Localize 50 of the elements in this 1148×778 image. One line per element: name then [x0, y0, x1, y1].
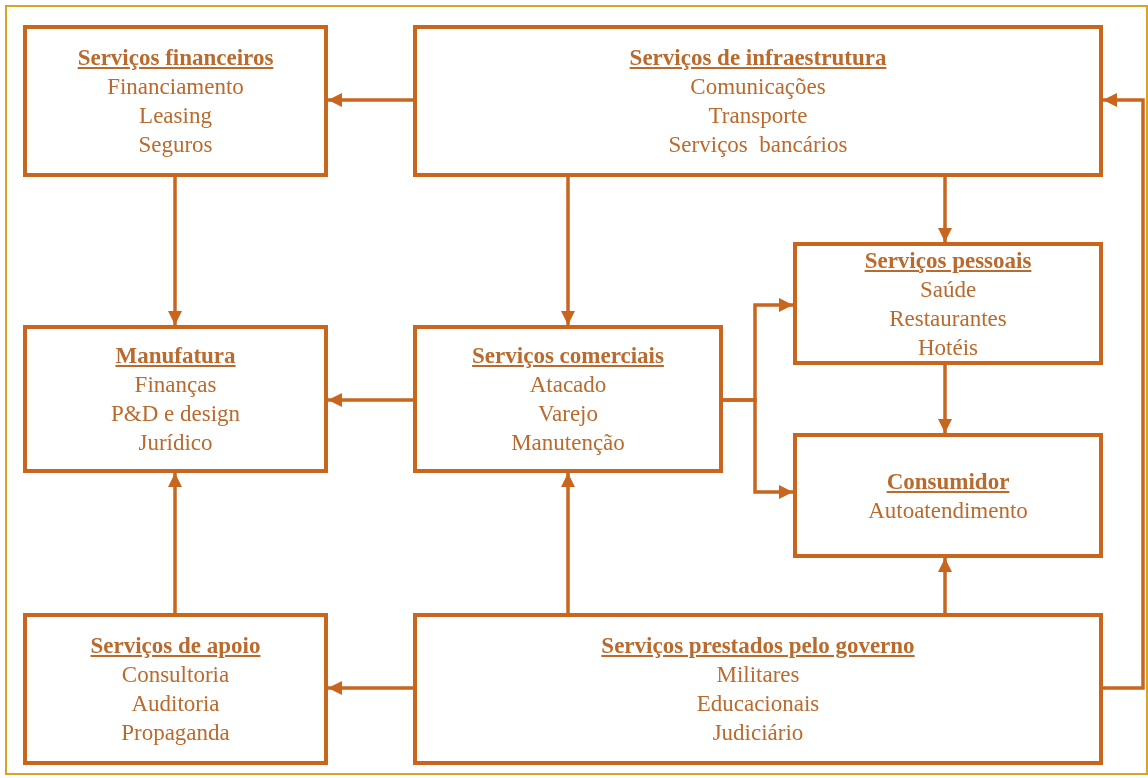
- box-item: Jurídico: [138, 429, 213, 457]
- box-item: Varejo: [538, 400, 598, 428]
- process-box: [23, 325, 328, 473]
- box-item: Educacionais: [696, 690, 820, 718]
- box-item: Saúde: [919, 275, 977, 304]
- box-item: Transporte: [708, 102, 808, 130]
- box-item: Consultoria: [121, 661, 230, 689]
- box-heading: Consumidor: [886, 467, 1010, 496]
- arrow: [328, 93, 413, 107]
- box-item: Restaurantes: [889, 304, 1007, 333]
- arrow: [328, 681, 413, 695]
- box-heading: Serviços prestados pelo governo: [601, 632, 915, 660]
- process-box: [793, 433, 1103, 558]
- arrow: [168, 473, 182, 613]
- box-heading: Serviços de infraestrutura: [629, 44, 887, 72]
- box-heading: Serviços financeiros: [77, 44, 274, 72]
- box-heading: Serviços pessoais: [864, 246, 1032, 275]
- box-heading: Serviços comerciais: [472, 342, 664, 370]
- box-heading: Serviços de apoio: [90, 632, 261, 660]
- arrow: [1103, 93, 1145, 690]
- box-item: Manutenção: [511, 429, 625, 457]
- box-item: Auditoria: [131, 690, 220, 718]
- box-item: Comunicações: [690, 73, 826, 101]
- process-box: [23, 25, 328, 177]
- process-box: [413, 25, 1103, 177]
- process-box: [23, 613, 328, 765]
- arrow: [168, 177, 182, 325]
- box-item: P&D e design: [110, 400, 241, 428]
- box-item: Seguros: [138, 131, 213, 159]
- arrow: [561, 177, 575, 325]
- box-item: Militares: [716, 661, 800, 689]
- box-heading: Manufatura: [115, 342, 236, 370]
- arrow: [561, 473, 575, 613]
- box-item: Atacado: [529, 371, 607, 399]
- box-item: Finanças: [134, 371, 217, 399]
- arrow: [938, 177, 952, 242]
- arrow: [938, 558, 952, 613]
- arrow: [723, 398, 793, 499]
- process-box: [413, 613, 1103, 765]
- arrow: [328, 393, 413, 407]
- box-item: Leasing: [139, 102, 212, 130]
- arrow: [938, 365, 952, 433]
- box-item: Financiamento: [107, 73, 244, 101]
- box-item: Propaganda: [121, 719, 230, 747]
- box-item: Serviços bancários: [668, 131, 848, 159]
- box-item: Hotéis: [917, 333, 979, 362]
- process-box: [793, 242, 1103, 365]
- process-box: [413, 325, 723, 473]
- box-item: Judiciário: [712, 719, 804, 747]
- box-item: Autoatendimento: [868, 496, 1028, 525]
